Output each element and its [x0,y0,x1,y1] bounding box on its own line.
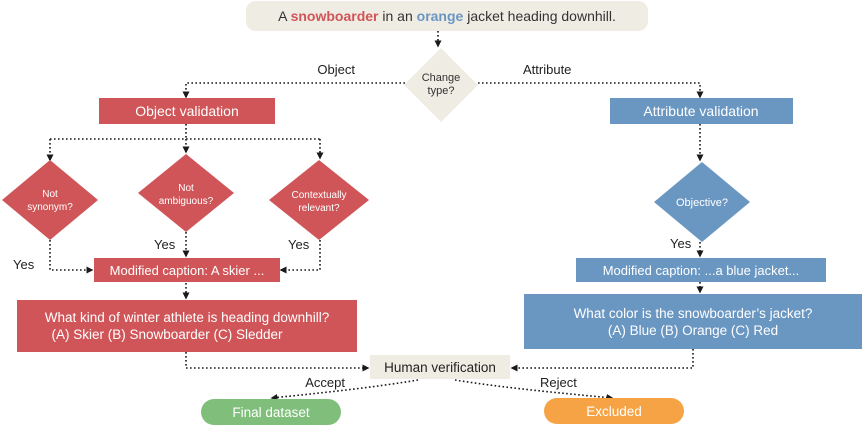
attribute-modified-caption-box [576,258,826,282]
attribute-validation-box [610,98,793,124]
connector-relevant-yes [279,240,321,274]
yes-label-relevant: Yes [288,237,310,252]
connectors [46,31,704,401]
not-synonym-line2: synonym? [27,202,73,213]
object-validation-box [99,98,275,124]
caption-attribute-word: orange [417,8,464,24]
outcome-label-reject: Reject [540,375,577,390]
object-modified-caption: Modified caption: A skier ... [110,263,265,278]
contextually-relevant-diamond [269,160,369,240]
change-type-line1: Change [422,72,461,84]
attribute-question-line1: What color is the snowboarder’s jacket? [574,306,813,321]
connector-accept [270,379,419,401]
connector-to-attribute-validation [478,82,704,99]
not-ambiguous-line2: ambiguous? [159,196,214,207]
not-synonym-diamond [2,160,98,240]
not-synonym-line1: Not [42,189,58,200]
connector-reject [454,379,614,401]
object-question-box [17,300,357,352]
not-ambiguous-diamond [138,154,234,232]
input-caption: A snowboarder in an orange jacket headin… [278,8,616,24]
connector-to-object-validation [182,82,405,99]
change-type-line2: type? [428,85,455,97]
object-validation-label: Object validation [135,103,239,119]
attribute-question-box [524,294,862,349]
attribute-validation-label: Attribute validation [643,103,758,119]
not-ambiguous-line1: Not [178,183,194,194]
excluded-label: Excluded [586,404,642,419]
object-modified-caption-box [94,258,280,282]
yes-label-objective: Yes [670,236,692,251]
branch-label-attribute: Attribute [523,62,571,77]
outcome-label-accept: Accept [305,375,345,390]
final-dataset-pill [201,399,341,425]
attribute-modified-caption: Modified caption: ...a blue jacket... [603,263,800,278]
input-caption-box [246,1,648,31]
objective-label: Objective? [676,197,728,209]
caption-object-word: snowboarder [291,8,379,24]
human-verification-box [370,355,510,379]
connector-synonym-yes [49,240,94,274]
branch-label-object: Object [317,62,355,77]
attribute-question-options: (A) Blue (B) Orange (C) Red [608,323,778,338]
excluded-pill [544,398,684,424]
connector-object-to-verification [185,352,370,372]
final-dataset-label: Final dataset [232,405,310,420]
object-question-line1: What kind of winter athlete is heading d… [45,310,329,325]
contextually-relevant-line2: relevant? [298,203,340,214]
object-question-options: (A) Skier (B) Snowboarder (C) Sledder [51,327,283,342]
contextually-relevant-line1: Contextually [291,190,346,201]
human-verification-label: Human verification [384,360,496,375]
change-type-diamond [404,48,478,122]
connector-attribute-to-verification [510,349,694,372]
yes-label-ambiguous: Yes [154,237,176,252]
yes-label-synonym: Yes [13,257,35,272]
objective-diamond [654,162,750,242]
